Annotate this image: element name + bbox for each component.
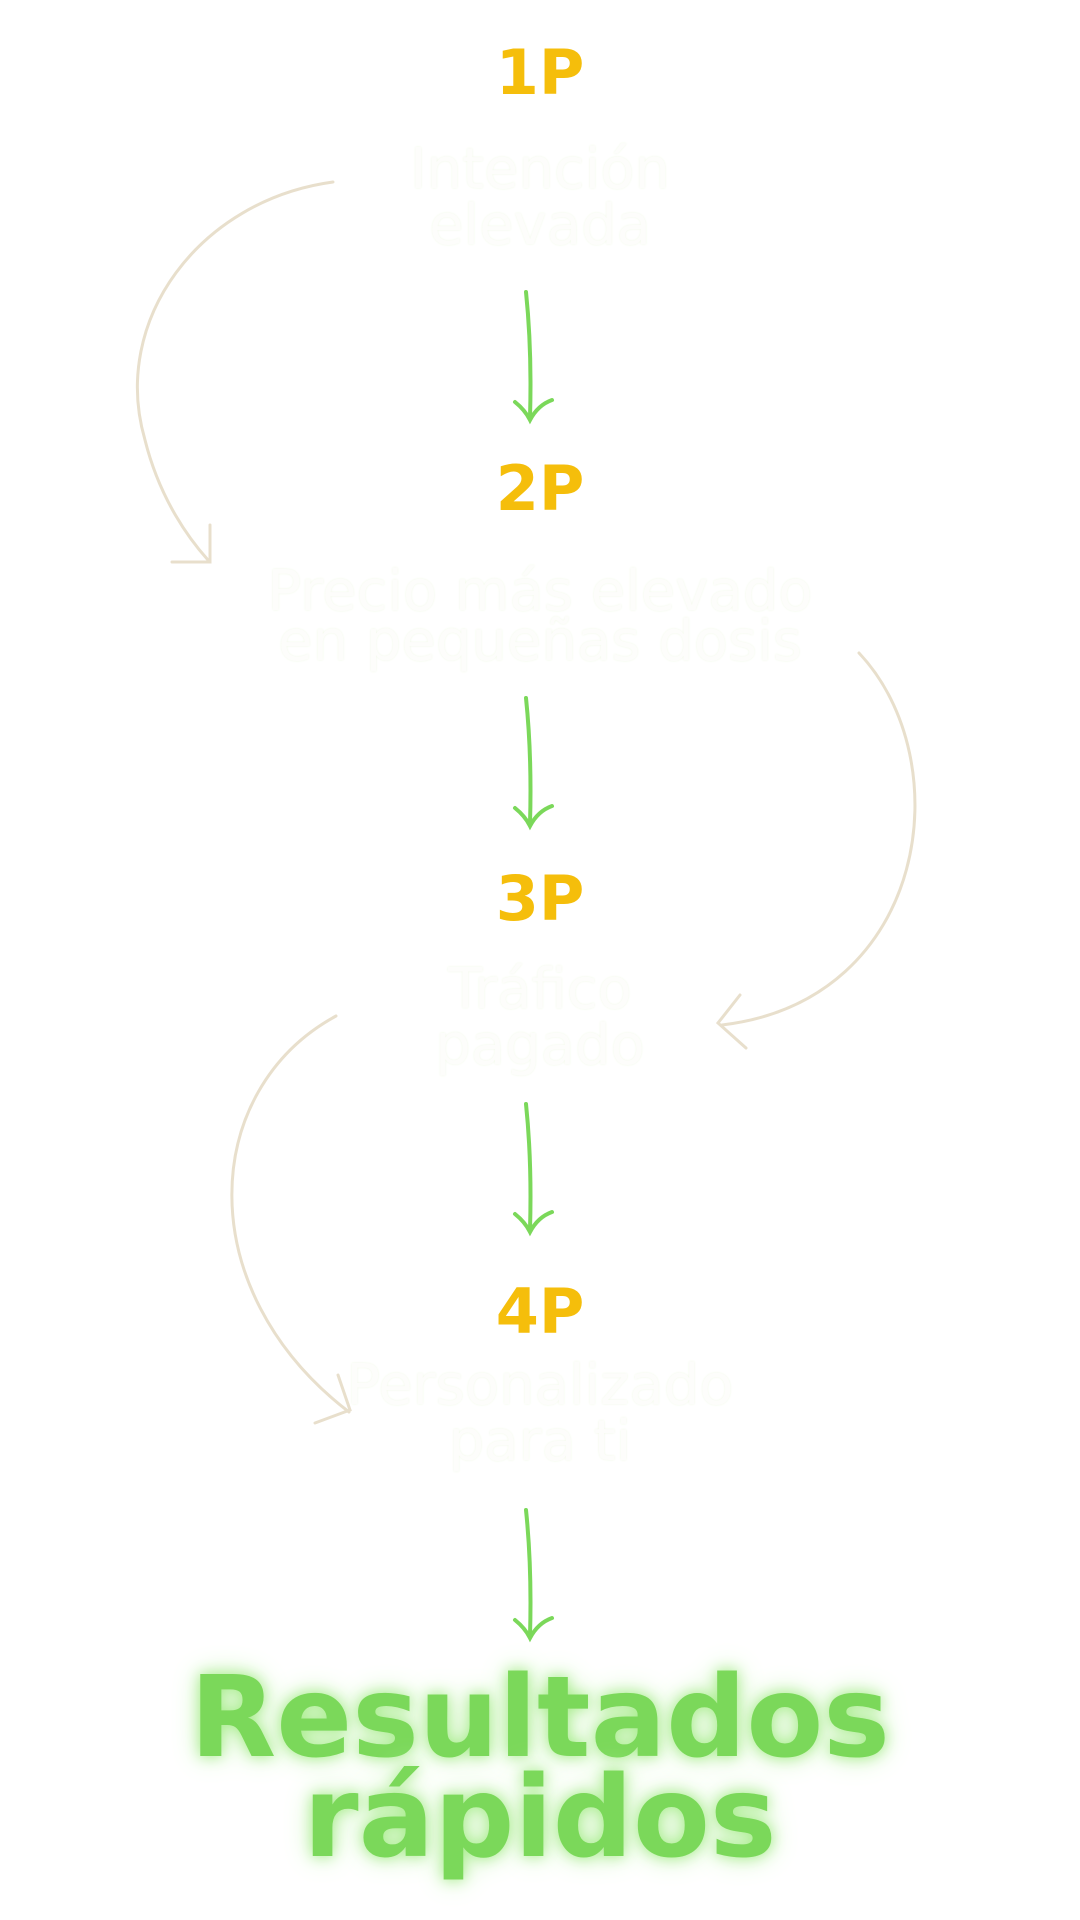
step-line: elevada [429, 193, 651, 258]
down-arrow-icon [513, 696, 554, 831]
curved-arrow-icon [715, 651, 917, 1050]
step-line: para ti [448, 1409, 632, 1474]
curved-arrow-icon [135, 180, 335, 564]
curved-arrow-icon [230, 1014, 352, 1425]
step-line: Intención [409, 137, 670, 202]
result-title: rápidos [303, 1753, 777, 1883]
step-line: pagado [435, 1013, 645, 1078]
step-line: en pequeñas dosis [278, 609, 802, 674]
down-arrow-icon [513, 290, 554, 425]
step-number: 3P [495, 862, 585, 935]
down-arrow-icon [513, 1102, 554, 1237]
step-line: Personalizado [346, 1353, 734, 1418]
down-arrow-icon [513, 1508, 554, 1643]
step-number: 4P [495, 1275, 585, 1348]
step-line: Precio más elevado [267, 559, 813, 624]
step-number: 2P [495, 452, 585, 525]
result-title: Resultados [190, 1653, 890, 1783]
step-number: 1P [495, 36, 585, 109]
step-line: Tráfico [448, 957, 632, 1022]
